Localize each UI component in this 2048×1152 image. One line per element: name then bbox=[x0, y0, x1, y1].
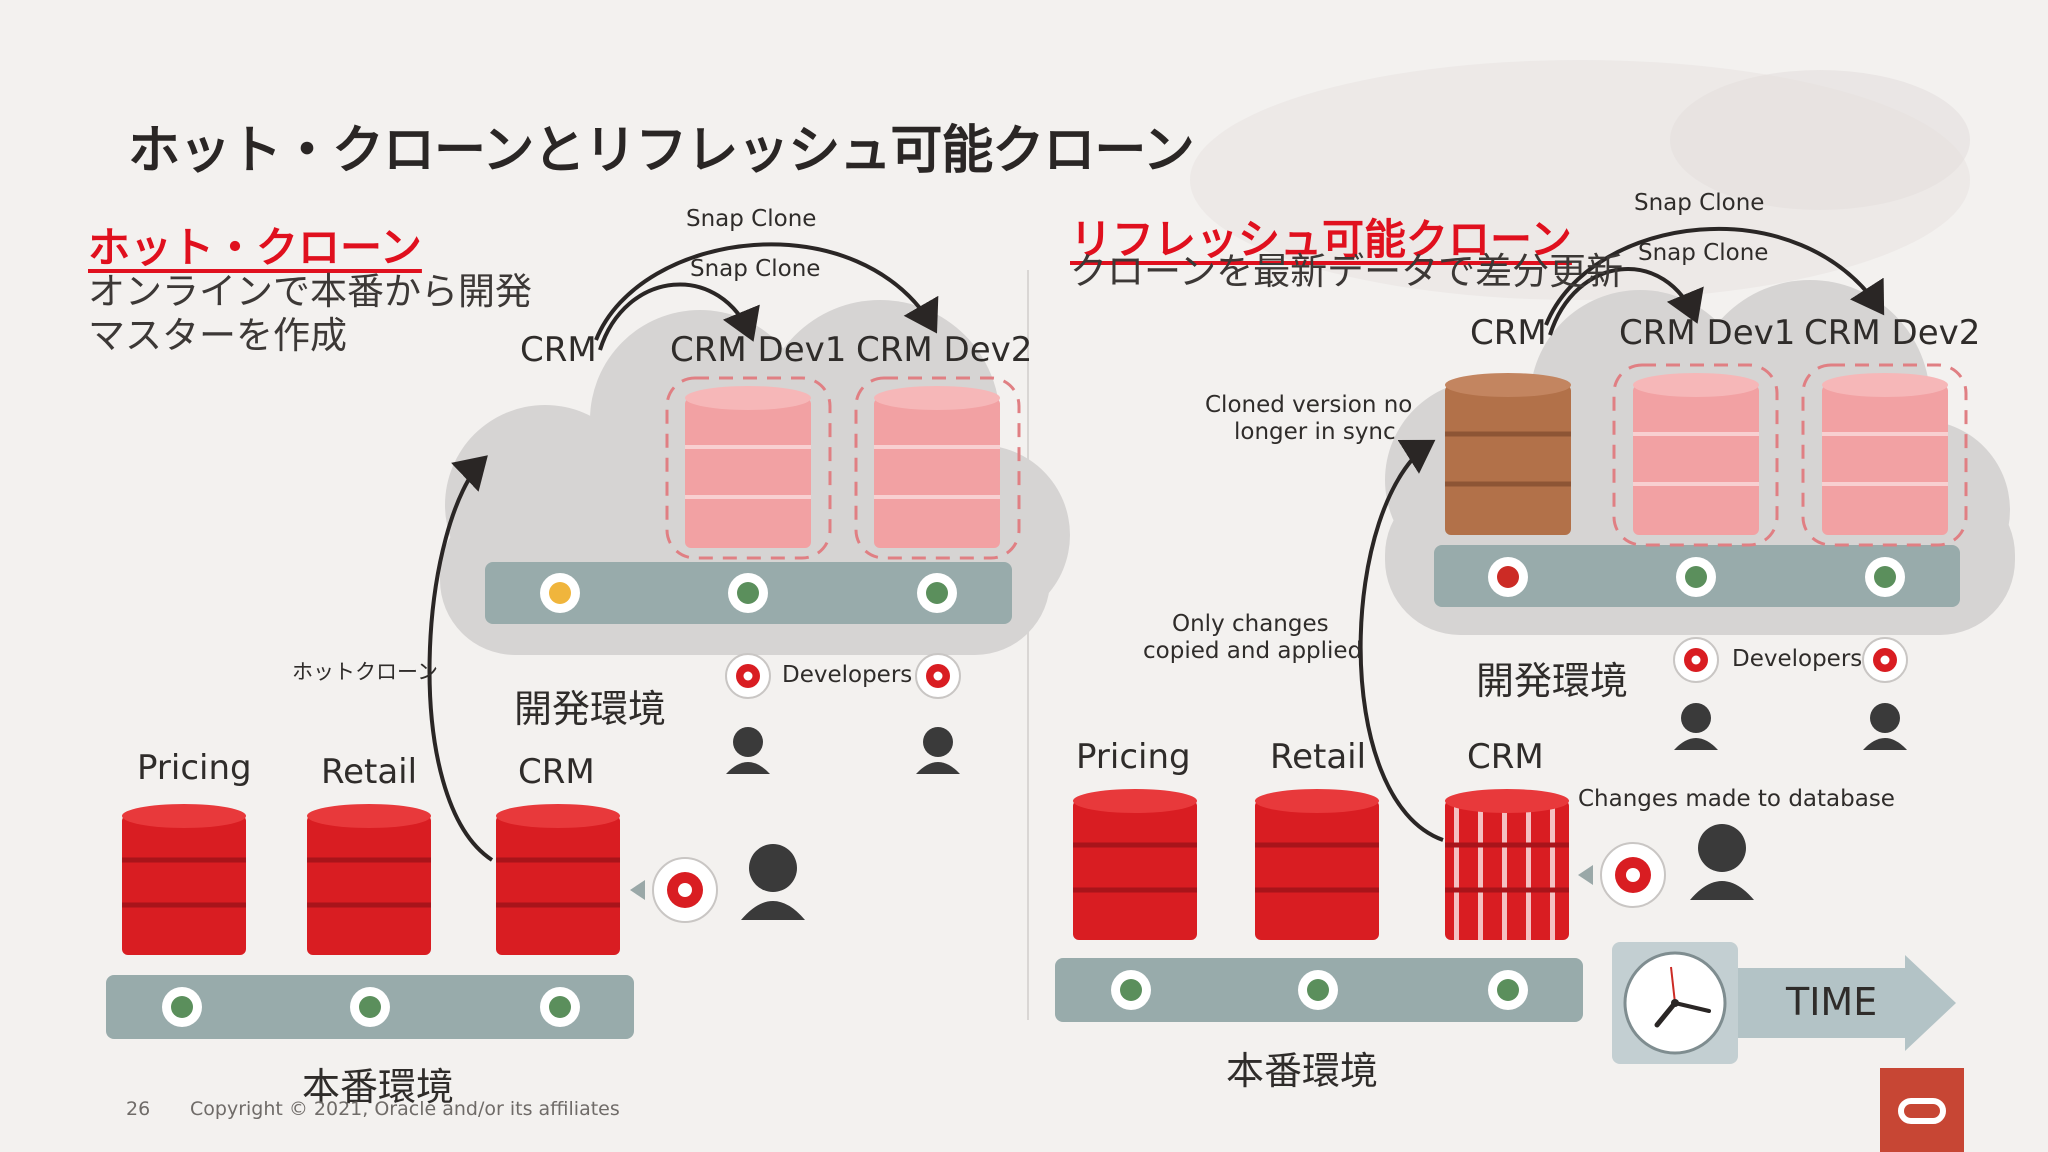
right-snap-clone-arrow-inner bbox=[1548, 267, 1704, 336]
time-label: TIME bbox=[1786, 980, 1878, 1024]
copyright: Copyright © 2021, Oracle and/or its affi… bbox=[190, 1098, 620, 1120]
left-hot-clone-label: ホットクローン bbox=[292, 660, 438, 684]
right-only-changes-line1: Only changes bbox=[1172, 611, 1329, 637]
right-crm-dev1-label: CRM Dev1 bbox=[1619, 313, 1796, 353]
person-male-icon bbox=[1863, 703, 1907, 750]
right-dev-env-label: 開発環境 bbox=[1476, 659, 1629, 703]
time-arrow bbox=[1735, 948, 1915, 955]
left-hot-clone-arrow bbox=[427, 455, 494, 862]
right-prod-env-label: 本番環境 bbox=[1226, 1049, 1379, 1093]
gear-icon bbox=[915, 653, 961, 699]
left-snap-clone-arrow-outer bbox=[594, 242, 939, 341]
gear-icon bbox=[1578, 842, 1666, 908]
left-crm-prod-label: CRM bbox=[518, 752, 595, 792]
left-prod-db-crm bbox=[496, 804, 620, 955]
right-clone-db-dev1 bbox=[1612, 363, 1779, 547]
right-pricing-label: Pricing bbox=[1076, 737, 1191, 777]
right-snap-clone-arrow-outer bbox=[1544, 226, 1885, 326]
right-retail-label: Retail bbox=[1270, 737, 1367, 777]
right-clone-db-dev2 bbox=[1801, 363, 1968, 547]
left-pricing-label: Pricing bbox=[137, 748, 252, 788]
left-prod-status-lights bbox=[162, 987, 580, 1027]
right-stale-db-crm bbox=[1445, 373, 1571, 535]
left-clone-db-dev1 bbox=[665, 376, 832, 560]
right-crm-source-label: CRM bbox=[1470, 313, 1547, 353]
time-arrow-shape bbox=[1735, 952, 1910, 955]
right-snap-clone-inner-label: Snap Clone bbox=[1638, 240, 1769, 266]
gear-icon bbox=[1673, 637, 1719, 683]
left-heading: ホット・クローン bbox=[88, 223, 422, 272]
right-prod-db-retail bbox=[1255, 789, 1379, 940]
left-dev-status-lights bbox=[540, 573, 957, 613]
right-prod-db-pricing bbox=[1073, 789, 1197, 940]
clock-icon bbox=[1623, 951, 1727, 1055]
right-refresh-arrow bbox=[1358, 439, 1444, 842]
person-female-icon bbox=[1690, 824, 1754, 900]
right-changes-made-label: Changes made to database bbox=[1578, 786, 1895, 812]
person-female-icon bbox=[726, 727, 770, 774]
left-prod-db-retail bbox=[307, 804, 431, 955]
left-developers-label: Developers bbox=[782, 662, 913, 688]
right-only-changes-line2: copied and applied bbox=[1143, 638, 1363, 664]
right-desc-line1: クローンを最新データで差分更新 bbox=[1070, 250, 1624, 293]
left-snap-clone-inner-label: Snap Clone bbox=[690, 256, 821, 282]
right-cloned-note-line2: longer in sync bbox=[1234, 419, 1396, 445]
left-crm-dev2-label: CRM Dev2 bbox=[856, 330, 1033, 370]
right-prod-db-crm-changed bbox=[1445, 789, 1569, 940]
left-snap-clone-arrow-inner bbox=[598, 282, 760, 351]
gear-icon bbox=[1862, 637, 1908, 683]
gear-icon bbox=[725, 653, 771, 699]
right-crm-prod-label: CRM bbox=[1467, 737, 1544, 777]
left-retail-label: Retail bbox=[321, 752, 418, 792]
right-cloned-note-line1: Cloned version no bbox=[1205, 392, 1413, 418]
right-prod-status-lights bbox=[1111, 970, 1528, 1010]
left-crm-dev1-label: CRM Dev1 bbox=[670, 330, 847, 370]
person-male-icon bbox=[916, 727, 960, 774]
left-desc-line1: オンラインで本番から開発 bbox=[88, 270, 532, 313]
person-female-icon bbox=[741, 844, 805, 920]
person-female-icon bbox=[1674, 703, 1718, 750]
page-number: 26 bbox=[126, 1098, 151, 1120]
gear-icon bbox=[630, 857, 718, 923]
right-heading: リフレッシュ可能クローン bbox=[1070, 215, 1572, 264]
oracle-logo-icon bbox=[1880, 1068, 1964, 1152]
left-crm-source-label: CRM bbox=[520, 330, 597, 370]
slide-title: ホット・クローンとリフレッシュ可能クローン bbox=[128, 121, 1195, 181]
left-desc-line2: マスターを作成 bbox=[88, 314, 347, 357]
right-dev-status-lights bbox=[1488, 557, 1905, 597]
left-prod-env-label: 本番環境 bbox=[302, 1065, 455, 1109]
left-prod-db-pricing bbox=[122, 804, 246, 955]
left-dev-env-label: 開発環境 bbox=[514, 687, 667, 731]
left-clone-db-dev2 bbox=[854, 376, 1021, 560]
left-snap-clone-top-label: Snap Clone bbox=[686, 206, 817, 232]
time-arrow-body bbox=[1738, 955, 1956, 1051]
right-developers-label: Developers bbox=[1732, 646, 1863, 672]
right-snap-clone-top-label: Snap Clone bbox=[1634, 190, 1765, 216]
right-crm-dev2-label: CRM Dev2 bbox=[1804, 313, 1981, 353]
